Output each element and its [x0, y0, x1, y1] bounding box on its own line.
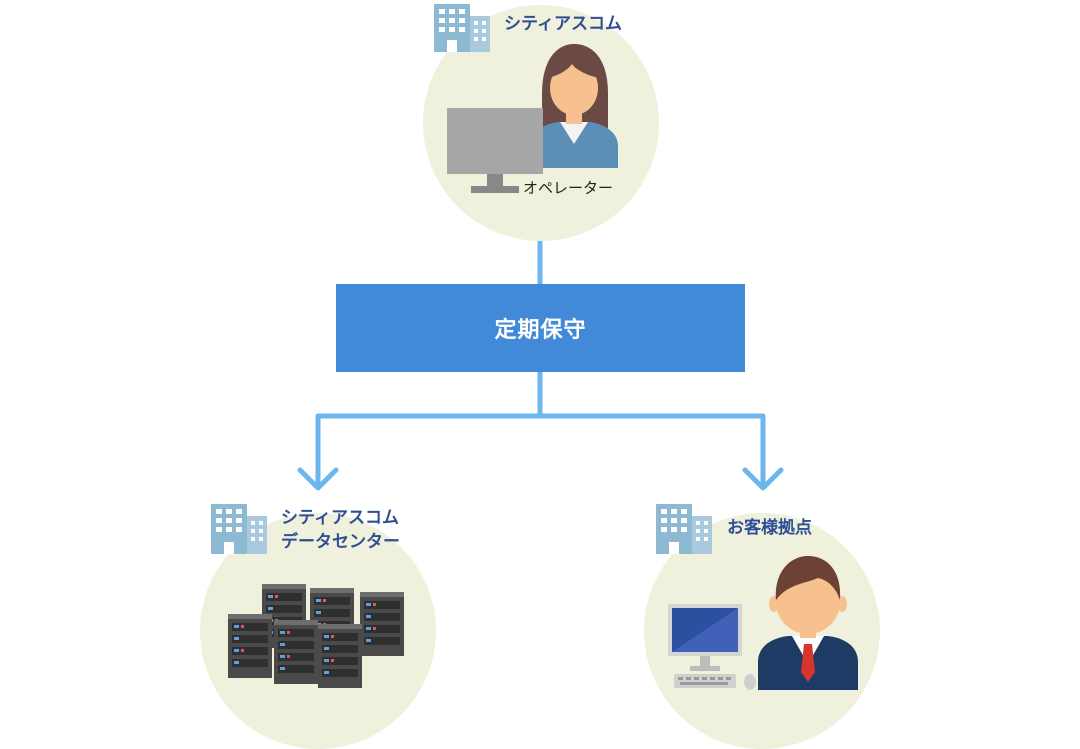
left-label-line2: データセンター [281, 532, 400, 552]
connector-branch [315, 413, 766, 489]
building-icon [656, 504, 712, 554]
building-icon [211, 504, 267, 554]
top-org-label: シティアスコム [504, 14, 622, 34]
businessman-icon [758, 556, 858, 690]
regular-maintenance-box: 定期保守 [336, 284, 745, 372]
right-node-label: お客様拠点 [727, 518, 812, 538]
server-rack-icon [228, 584, 404, 688]
left-label-line1: シティアスコム [281, 508, 399, 528]
arrow-left-icon [297, 467, 339, 491]
computer-icon [668, 604, 756, 690]
arrow-right-icon [742, 467, 784, 491]
building-icon [434, 4, 490, 52]
operator-role-label: オペレーター [523, 179, 614, 197]
monitor-icon [447, 108, 543, 193]
regular-maintenance-label: 定期保守 [494, 318, 587, 343]
operator-woman-icon [530, 44, 618, 168]
